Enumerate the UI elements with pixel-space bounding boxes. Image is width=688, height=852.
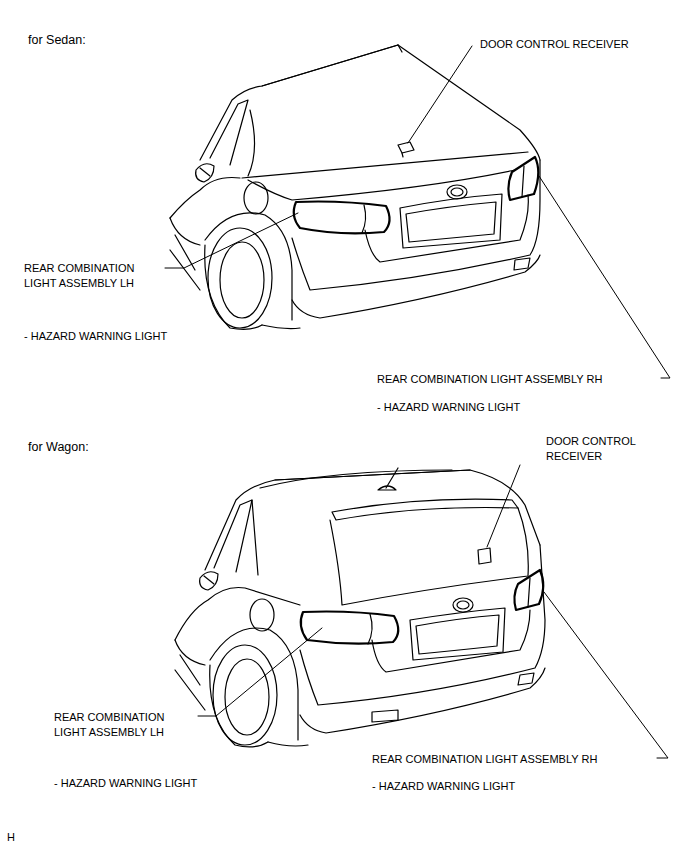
- sedan-drawing: [165, 45, 670, 378]
- section-heading: for Sedan:: [28, 33, 86, 48]
- part-label: DOOR CONTROL RECEIVER: [546, 434, 646, 464]
- function-note: - HAZARD WARNING LIGHT: [372, 779, 515, 794]
- function-note: - HAZARD WARNING LIGHT: [24, 329, 167, 344]
- part-label: REAR COMBINATION LIGHT ASSEMBLY RH: [372, 752, 597, 767]
- part-label: DOOR CONTROL RECEIVER: [480, 37, 629, 52]
- part-label: REAR COMBINATION LIGHT ASSEMBLY LH: [54, 710, 178, 740]
- function-note: - HAZARD WARNING LIGHT: [54, 776, 197, 791]
- wagon-drawing: [175, 465, 668, 758]
- figure-code: H: [7, 830, 15, 845]
- part-label: REAR COMBINATION LIGHT ASSEMBLY RH: [377, 372, 602, 387]
- section-heading: for Wagon:: [28, 440, 89, 455]
- function-note: - HAZARD WARNING LIGHT: [377, 400, 520, 415]
- part-label: REAR COMBINATION LIGHT ASSEMBLY LH: [24, 261, 148, 291]
